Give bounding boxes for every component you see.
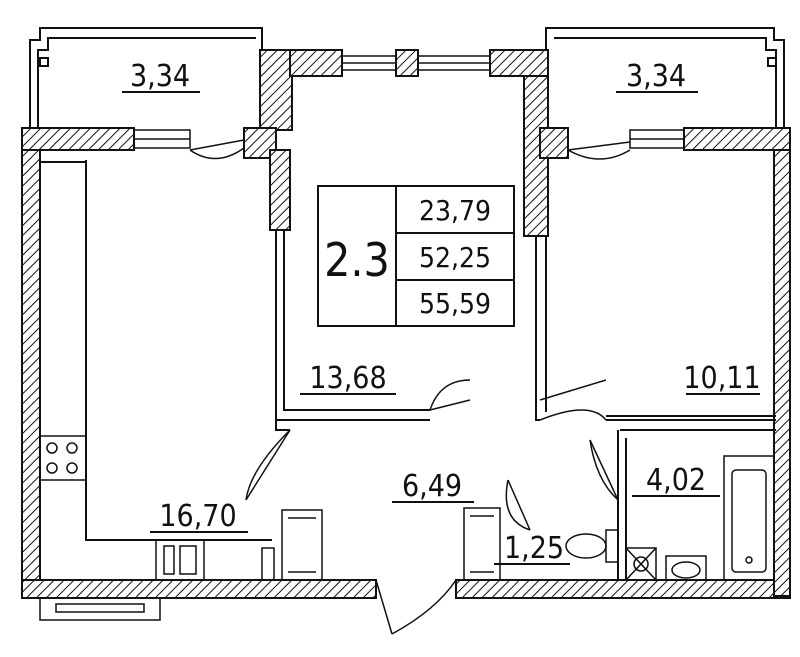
shower-drain-icon bbox=[625, 547, 657, 581]
area-kitchen-living: 16,70 bbox=[159, 499, 236, 534]
apartment-area-living: 23,79 bbox=[419, 194, 491, 227]
area-toilet: 1,25 bbox=[504, 531, 564, 566]
apartment-area-with-balconies: 55,59 bbox=[419, 287, 491, 320]
area-hallway: 6,49 bbox=[402, 469, 462, 504]
apartment-area-total: 52,25 bbox=[419, 241, 491, 274]
door-swings bbox=[189, 139, 631, 635]
washing-machine-icon bbox=[463, 507, 501, 581]
exterior-walls bbox=[21, 49, 791, 599]
sink-icon bbox=[665, 555, 707, 581]
apartment-info-table bbox=[317, 185, 515, 327]
fridge-icon bbox=[155, 539, 205, 581]
bathtub-icon bbox=[723, 455, 775, 581]
interior-walls bbox=[40, 160, 776, 580]
area-bedroom: 13,68 bbox=[309, 361, 386, 396]
toilet-icon bbox=[565, 529, 619, 563]
apartment-number: 2.3 bbox=[324, 233, 390, 287]
wardrobe-icon bbox=[261, 509, 323, 581]
area-balcony-right: 3,34 bbox=[626, 59, 686, 94]
kitchen-stove-icon bbox=[39, 435, 87, 481]
balcony-left bbox=[29, 27, 263, 128]
balcony-right bbox=[545, 27, 785, 128]
area-bathroom: 4,02 bbox=[646, 463, 706, 498]
area-balcony-left: 3,34 bbox=[130, 59, 190, 94]
windows bbox=[39, 55, 685, 621]
area-room-right: 10,11 bbox=[683, 361, 760, 396]
